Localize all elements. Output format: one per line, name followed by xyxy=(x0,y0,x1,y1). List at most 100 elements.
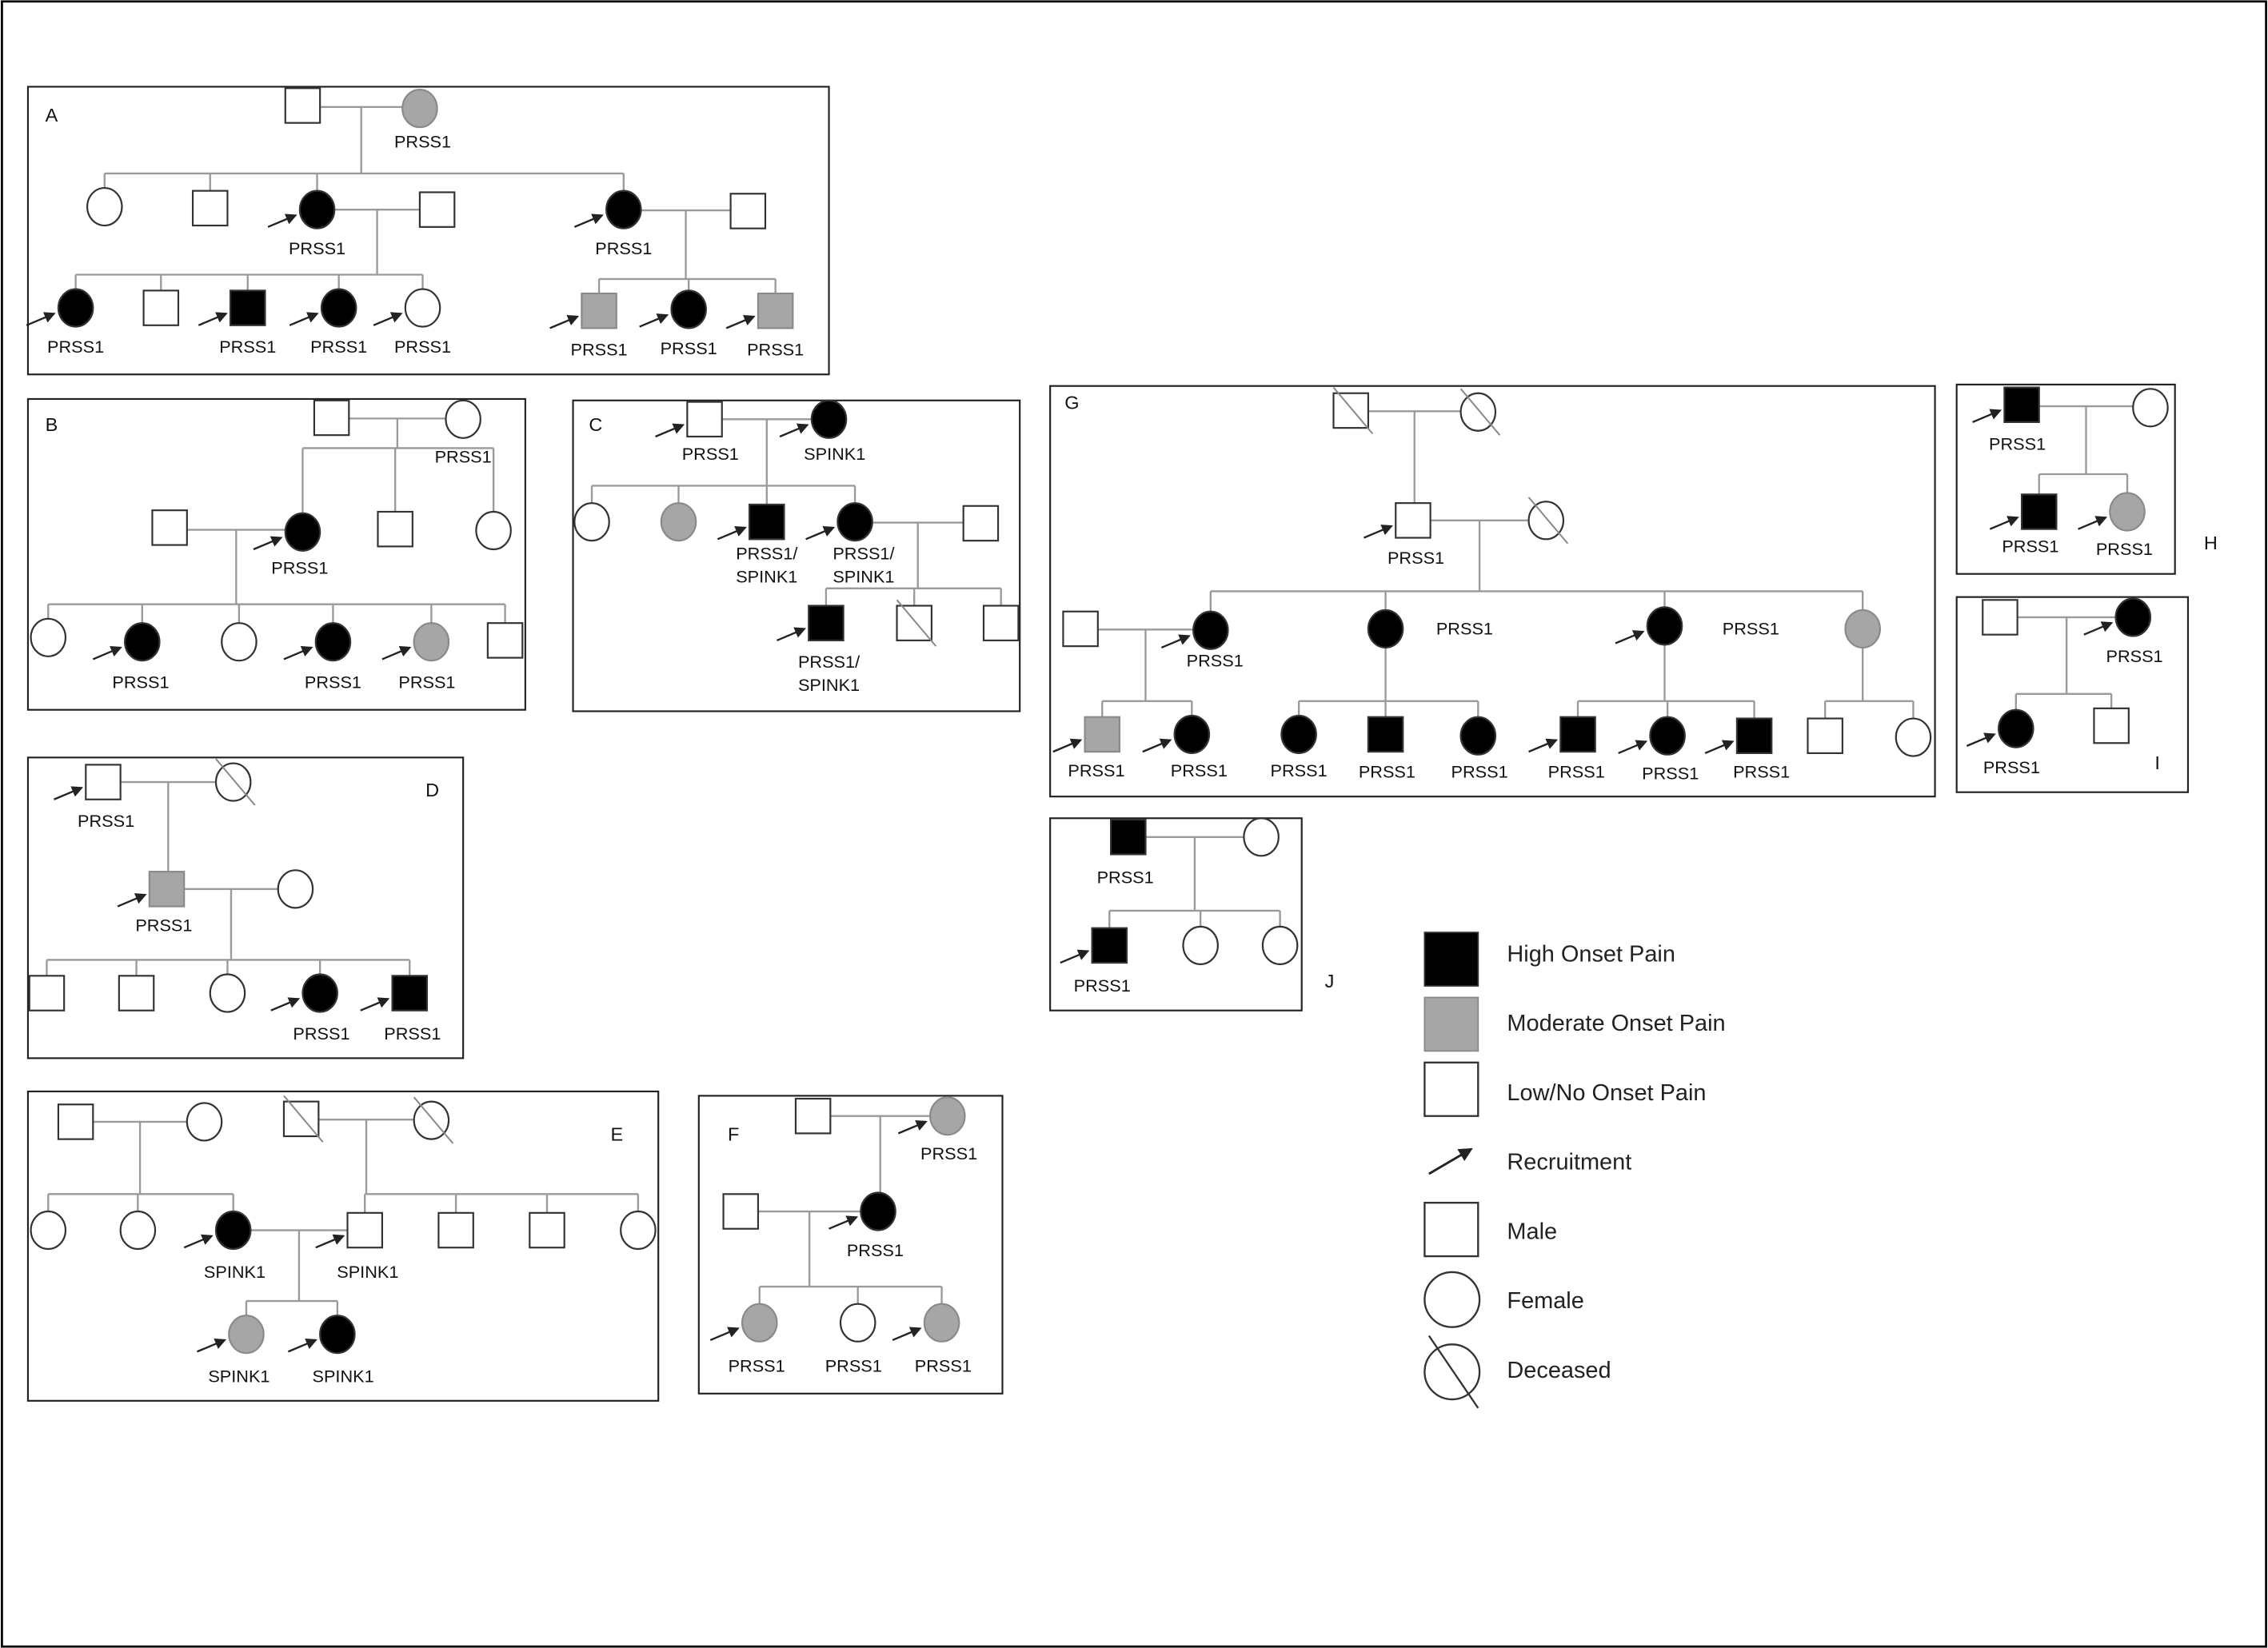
genotype-label-line: SPINK1 xyxy=(736,567,797,587)
individual xyxy=(186,1102,223,1142)
female-circle-icon xyxy=(209,973,246,1013)
individual: PRSS1 xyxy=(1451,716,1508,782)
individual xyxy=(729,193,767,229)
genotype-label-line: PRSS1 xyxy=(729,1356,785,1376)
relationship-lines xyxy=(1108,836,1281,928)
genotype-label: PRSS1 xyxy=(1097,868,1154,888)
panel-border xyxy=(572,399,1021,712)
male-square-icon xyxy=(85,764,122,800)
genotype-label-line: PRSS1 xyxy=(1388,548,1444,568)
legend-label: Recruitment xyxy=(1507,1150,1631,1175)
legend-label: Moderate Onset Pain xyxy=(1507,1011,1725,1036)
individual: PRSS1/SPINK1 xyxy=(717,503,798,587)
genotype-label: PRSS1 xyxy=(219,337,276,357)
male-square-icon xyxy=(794,1097,832,1135)
genotype-label: SPINK1 xyxy=(804,444,865,464)
recruitment-arrow-icon xyxy=(270,997,301,1012)
individual: PRSS1 xyxy=(709,1303,785,1376)
individual: PRSS1 xyxy=(1160,610,1244,670)
genotype-label-line: PRSS1 xyxy=(1733,762,1790,782)
female-circle-icon xyxy=(741,1303,778,1343)
genotype-label-line: PRSS1 xyxy=(2106,646,2163,666)
genotype-label: PRSS1 xyxy=(305,672,361,692)
individual xyxy=(418,191,456,228)
male-square-icon xyxy=(2003,386,2040,423)
individual xyxy=(413,1096,454,1144)
individual: PRSS1 xyxy=(1972,386,2046,453)
individual: PRSS1 xyxy=(373,288,451,357)
genotype-label: PRSS1/SPINK1 xyxy=(798,652,860,695)
individual xyxy=(313,399,350,437)
individual xyxy=(377,510,413,548)
male-square-icon xyxy=(962,505,1000,542)
genotype-label: PRSS1 xyxy=(135,915,192,935)
genotype-label: SPINK1 xyxy=(337,1262,398,1282)
genotype-label-line: PRSS1 xyxy=(1271,760,1328,780)
recruitment-arrow-icon xyxy=(267,213,297,228)
recruitment-arrow-icon xyxy=(253,536,283,551)
individual xyxy=(142,289,180,326)
panel-border xyxy=(26,756,465,1059)
female-circle-icon xyxy=(1423,1271,1481,1328)
female-circle-icon xyxy=(228,1315,265,1355)
recruitment-arrow-icon xyxy=(1052,738,1083,753)
genotype-label-line: PRSS1 xyxy=(1989,433,2046,453)
genotype-label-line: PRSS1 xyxy=(1436,619,1493,639)
individual: PRSS1 xyxy=(2083,597,2163,666)
recruitment-arrow-icon xyxy=(805,525,836,541)
genotype-label-line: PRSS1 xyxy=(394,337,451,357)
legend-item-female: Female xyxy=(1423,1271,1584,1328)
female-circle-icon xyxy=(2109,492,2146,532)
male-square-icon xyxy=(284,87,321,124)
legend-label: Low/No Onset Pain xyxy=(1507,1080,1706,1106)
relationship-lines xyxy=(1097,410,1915,720)
recruitment-arrow-icon xyxy=(26,312,56,326)
genotype-label-line: SPINK1 xyxy=(208,1366,270,1386)
genotype-label-line: PRSS1 xyxy=(1359,762,1416,782)
genotype-label: PRSS1 xyxy=(1733,762,1790,782)
genotype-label: PRSS1 xyxy=(78,811,134,831)
female-circle-icon xyxy=(186,1102,223,1142)
female-circle-icon xyxy=(839,1303,876,1343)
genotype-label: PRSS1 xyxy=(398,672,455,692)
recruitment-arrow-icon xyxy=(92,645,122,660)
female-circle-icon xyxy=(404,288,441,328)
male-square-icon xyxy=(529,1211,565,1249)
female-circle-icon xyxy=(30,1210,67,1251)
female-circle-icon xyxy=(2132,388,2169,428)
individual xyxy=(28,975,66,1012)
panel-letter: C xyxy=(589,414,602,435)
genotype-label: PRSS1 xyxy=(595,238,652,258)
individual xyxy=(30,1210,67,1251)
female-circle-icon xyxy=(1895,717,1932,757)
legend-item-low: Low/No Onset Pain xyxy=(1423,1061,1706,1117)
individual xyxy=(151,509,188,546)
recruitment-arrow-icon xyxy=(183,1234,214,1249)
female-circle-icon xyxy=(1367,609,1404,649)
female-circle-icon xyxy=(57,288,94,328)
legend-label: High Onset Pain xyxy=(1507,941,1675,967)
legend-item-moderate: Moderate Onset Pain xyxy=(1423,996,1726,1052)
female-circle-icon xyxy=(929,1096,966,1136)
genotype-label-line: PRSS1 xyxy=(1983,757,2040,777)
female-circle-icon xyxy=(605,190,642,229)
deceased-slash-icon xyxy=(413,1096,454,1144)
female-circle-icon xyxy=(413,622,450,662)
individual: PRSS1 xyxy=(360,975,441,1043)
individual xyxy=(794,1097,832,1135)
individual xyxy=(982,605,1020,641)
genotype-label-line: PRSS1/ xyxy=(833,544,895,564)
high-onset-swatch-icon xyxy=(1423,932,1479,987)
panel-letter: I xyxy=(2154,752,2160,773)
legend-label: Deceased xyxy=(1507,1358,1611,1383)
female-circle-icon xyxy=(1459,392,1497,432)
female-circle-icon xyxy=(1192,610,1229,650)
legend-item-male: Male xyxy=(1423,1201,1557,1258)
recruitment-arrow-icon xyxy=(573,213,604,228)
